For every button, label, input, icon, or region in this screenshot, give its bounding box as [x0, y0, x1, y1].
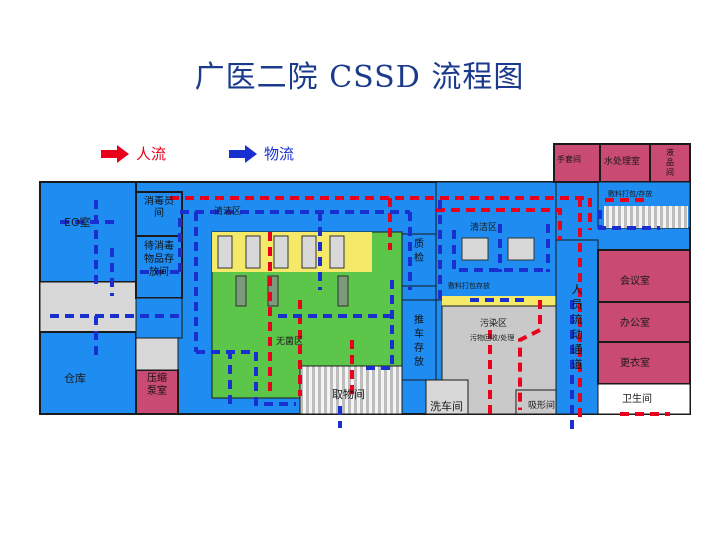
label-clean-left: 清洁区 — [214, 205, 241, 217]
label-staff-channel: 人员流动通道 — [571, 283, 583, 371]
legend-goods-label: 物流 — [264, 145, 295, 163]
label-liquid: 液品间 — [666, 148, 674, 177]
room-office — [597, 301, 691, 343]
clean-tables — [461, 237, 535, 261]
label-hand-wash: 手套间 — [557, 154, 581, 164]
sterile-racks — [235, 275, 349, 307]
room-quality — [401, 233, 437, 287]
staff-channel — [555, 239, 599, 415]
label-quality: 质检 — [414, 239, 424, 264]
label-warehouse: 仓库 — [64, 371, 86, 385]
label-dirty-sub: 污物回收/处理 — [470, 333, 514, 342]
label-shadow: 吸形间 — [528, 399, 555, 411]
room-toilet — [597, 383, 691, 415]
pack-strip — [442, 296, 556, 306]
room-eo — [39, 181, 137, 283]
label-sterile: 无菌区 — [276, 335, 303, 347]
label-toilet: 卫生间 — [622, 392, 652, 405]
room-locker — [597, 341, 691, 385]
room-shadow — [515, 389, 557, 415]
legend-person-label: 人流 — [136, 145, 167, 163]
label-pickup: 取物间 — [332, 387, 365, 401]
label-dirty: 污染区 — [480, 317, 507, 329]
person-flow-lines — [170, 196, 670, 420]
room-clean-right — [435, 181, 557, 301]
label-clean-right: 清洁区 — [470, 221, 497, 233]
label-office: 办公室 — [620, 316, 650, 329]
label-disinfector: 消毒员间 — [144, 196, 174, 219]
room-warehouse — [39, 331, 137, 415]
label-compressor: 压缩泵室 — [147, 373, 167, 397]
label-locker: 更衣室 — [620, 356, 650, 369]
label-pack-area: 敷料打包存放 — [448, 281, 490, 290]
sterilizer-row — [212, 232, 372, 272]
label-meeting: 会议室 — [620, 274, 650, 287]
label-water: 水处理室 — [604, 155, 640, 167]
room-cart-storage — [401, 299, 437, 381]
corridor-west — [39, 281, 137, 333]
label-dressing: 敷料打包/存放 — [608, 189, 652, 198]
dressing-shelves — [604, 206, 688, 228]
legend-goods-flow: 物流 — [228, 143, 294, 164]
goods-flow-lines — [50, 200, 660, 430]
sterilizer-units — [217, 235, 345, 269]
blue-arrow-icon — [229, 144, 257, 163]
label-cart-storage: 推车存放 — [414, 315, 424, 368]
red-arrow-icon — [101, 144, 129, 163]
page-title: 广医二院 CSSD 流程图 — [194, 60, 525, 95]
room-car-wash — [425, 379, 469, 415]
legend-person-flow: 人流 — [100, 143, 166, 164]
room-meeting — [597, 249, 691, 303]
label-eo: EO室 — [64, 215, 91, 229]
room-hand — [553, 143, 601, 183]
stair-left — [135, 337, 179, 371]
label-storage-pre: 待消毒物品存放间 — [144, 241, 174, 278]
label-car-wash: 洗车间 — [430, 399, 463, 413]
